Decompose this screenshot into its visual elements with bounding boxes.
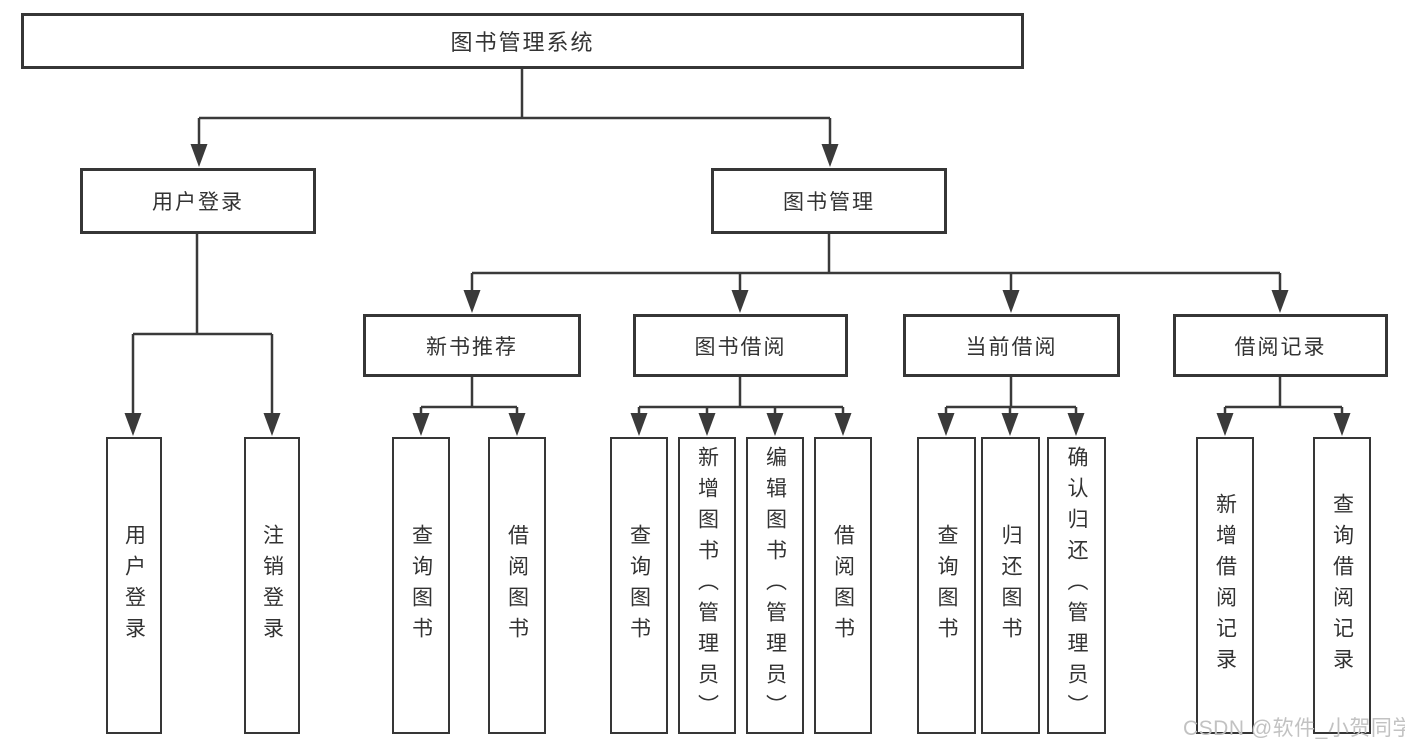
arrowhead [630,413,648,436]
node-book-borrow: 图书借阅 [633,314,848,377]
arrowhead [1216,413,1234,436]
leaf-query-books-borrow: 查询图书 [610,437,668,734]
arrowhead [731,290,749,313]
connector-book-borrow [637,375,845,415]
node-book-management: 图书管理 [711,168,947,234]
arrowhead [508,413,526,436]
connector-new-book [419,375,519,415]
node-current-borrow: 当前借阅 [903,314,1120,377]
connector-book-management [470,231,1282,292]
arrowhead [1002,290,1020,313]
arrowhead [263,413,281,436]
node-library-management-system: 图书管理系统 [21,13,1024,69]
arrowhead [821,144,839,167]
leaf-borrow-books: 借阅图书 [814,437,872,734]
leaf-add-books-admin: 新增图书（管理员） [678,437,736,734]
arrowhead [190,144,208,167]
arrowhead [766,413,784,436]
leaf-query-books-current: 查询图书 [917,437,976,734]
leaf-query-books-recommend: 查询图书 [392,437,450,734]
arrowhead [463,290,481,313]
arrowhead [1001,413,1019,436]
arrowhead [412,413,430,436]
arrowhead [1333,413,1351,436]
leaf-confirm-return-admin: 确认归还（管理员） [1047,437,1106,734]
node-user-login: 用户登录 [80,168,316,234]
arrowheads [124,144,1351,436]
arrowhead [124,413,142,436]
leaf-query-borrow-record: 查询借阅记录 [1313,437,1371,734]
connector-current-borrow [944,375,1078,415]
arrowhead [1271,290,1289,313]
leaf-borrow-books-recommend: 借阅图书 [488,437,546,734]
connector-borrow-records [1223,375,1344,415]
watermark: CSDN @软件_小贺同学 [1183,717,1405,740]
arrowhead [1067,413,1085,436]
arrowhead [937,413,955,436]
leaf-add-borrow-record: 新增借阅记录 [1196,437,1254,734]
node-borrow-records: 借阅记录 [1173,314,1388,377]
arrowhead [834,413,852,436]
connector-user-login [131,232,274,415]
arrowhead [698,413,716,436]
connector-root [197,67,832,146]
leaf-user-login: 用户登录 [106,437,162,734]
leaf-logout: 注销登录 [244,437,300,734]
leaf-edit-books-admin: 编辑图书（管理员） [746,437,804,734]
leaf-return-books: 归还图书 [981,437,1040,734]
node-new-book-recommend: 新书推荐 [363,314,581,377]
